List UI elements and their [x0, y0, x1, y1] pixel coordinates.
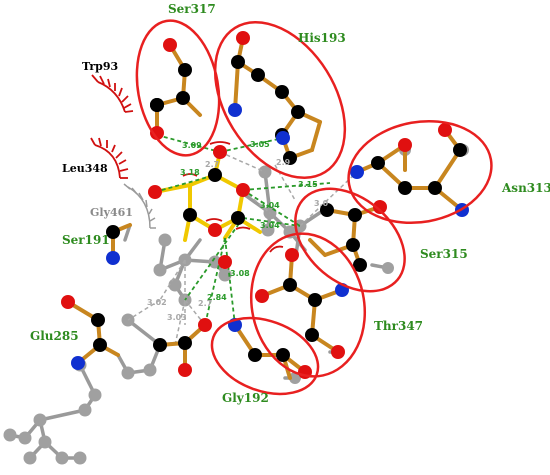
label-trp93: Trp93: [82, 60, 118, 73]
distance-label: 3.04: [260, 201, 280, 210]
label-thr347: Thr347: [374, 319, 423, 333]
his193-ellipse: [213, 20, 347, 180]
ser317-ellipse: [135, 19, 221, 157]
residue-labels: Ser317 His193 Trp93 Leu348 Gly461 Ser191…: [30, 2, 550, 405]
distance-label: 3.04: [260, 221, 280, 230]
distance-label: 3.09: [182, 141, 202, 150]
label-gly192: Gly192: [222, 391, 269, 405]
label-asn313: Asn313: [501, 181, 550, 195]
label-glu285: Glu285: [30, 329, 79, 343]
ser315-ellipse: [294, 187, 406, 293]
residue-ellipses: [135, 19, 493, 396]
distance-label: 3.0: [314, 199, 329, 208]
label-his193: His193: [298, 31, 346, 45]
distance-label: 2.84: [207, 293, 227, 302]
hydrophobic-arcs: [90, 74, 284, 253]
distance-label: 3.03: [167, 313, 187, 322]
distance-label: 3.05: [250, 140, 270, 149]
distance-label: 3.18: [180, 168, 200, 177]
gly192-ellipse: [210, 316, 320, 396]
distance-label: 2.7: [198, 299, 212, 308]
distance-label: 2.9: [276, 158, 291, 167]
gly461-arc: [123, 183, 156, 229]
label-gly461: Gly461: [90, 206, 133, 219]
label-ser315: Ser315: [420, 247, 468, 261]
label-ser317: Ser317: [168, 2, 216, 16]
carbon-atoms: [91, 55, 467, 362]
asn313-ellipse: [347, 119, 493, 225]
distance-label: 3.02: [147, 298, 167, 307]
hydrogen-bonds: [154, 134, 331, 326]
distance-labels: 3.09 3.05 3.18 2.7 2.9 3.15 3.04 3.04 3.…: [147, 140, 329, 322]
thr347-ellipse: [249, 232, 367, 378]
distance-label: 3.15: [298, 180, 318, 189]
distance-label: 2.7: [205, 160, 219, 169]
label-leu348: Leu348: [62, 162, 108, 175]
distance-label: 3.08: [230, 269, 250, 278]
oxygen-atoms: [61, 31, 452, 379]
label-ser191: Ser191: [62, 233, 110, 247]
